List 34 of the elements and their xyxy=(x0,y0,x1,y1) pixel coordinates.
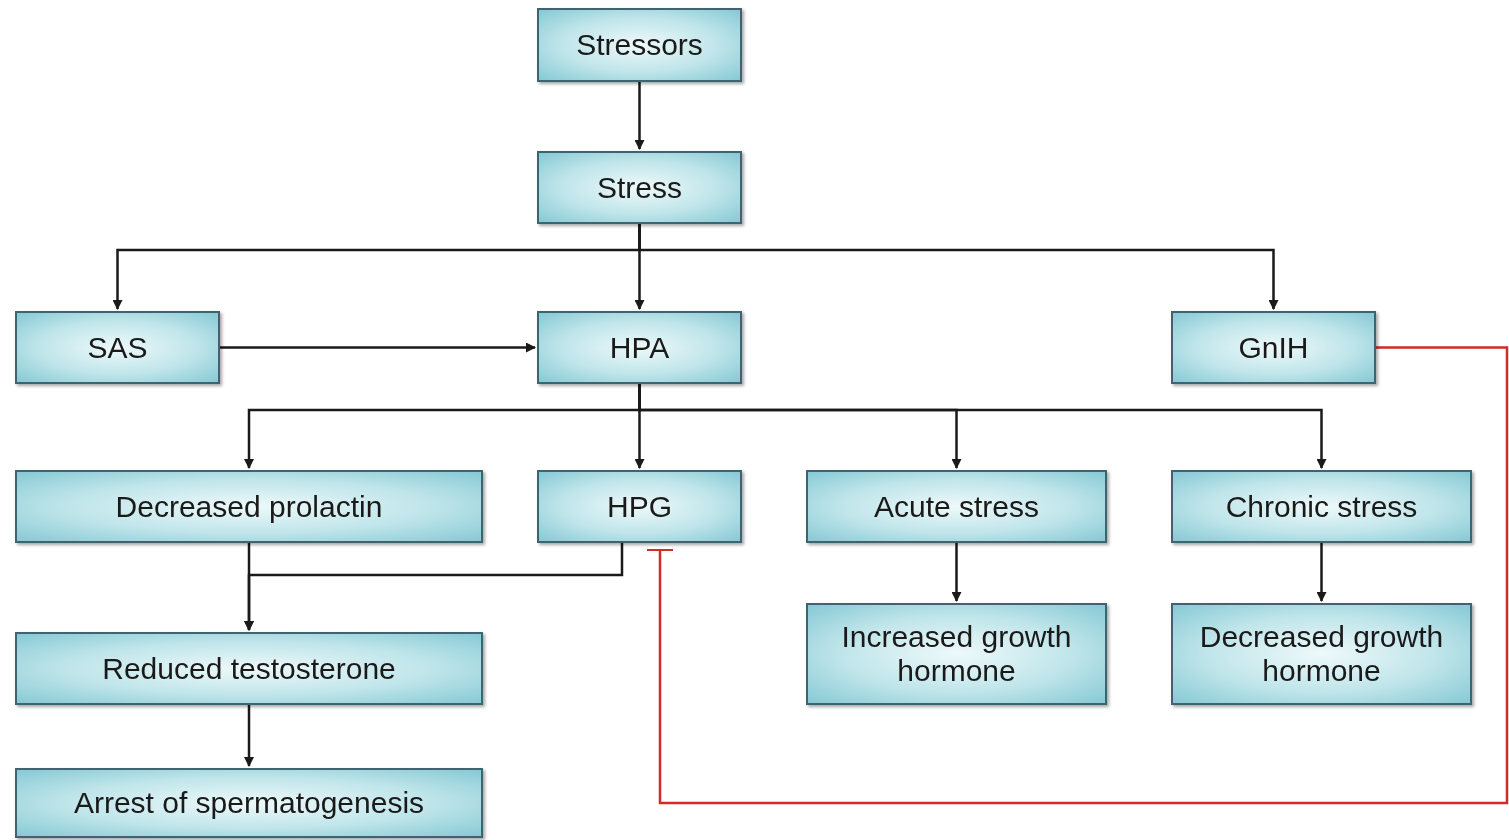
box-label: Stress xyxy=(597,170,682,205)
process-box xyxy=(806,470,1107,543)
arrow xyxy=(244,543,624,631)
box-label: HPG xyxy=(607,489,672,524)
arrow xyxy=(638,224,1279,310)
process-box xyxy=(537,8,742,82)
box-label: Decreased prolactin xyxy=(115,489,383,524)
process-box xyxy=(537,151,742,224)
arrow xyxy=(951,543,962,602)
process-box xyxy=(806,603,1107,705)
process-box xyxy=(537,470,742,543)
arrow xyxy=(634,82,645,150)
arrow xyxy=(1316,543,1327,602)
box-label: Acute stress xyxy=(873,489,1040,524)
box-label: Increased growth hormone xyxy=(840,620,1073,688)
process-box xyxy=(1171,603,1472,705)
box-label: Stressors xyxy=(576,28,703,62)
inhibition-line xyxy=(647,346,1509,805)
process-box xyxy=(15,470,483,543)
box-label: GnIH xyxy=(1238,330,1309,365)
box-label: Decreased growth hormone xyxy=(1198,620,1445,688)
box-label: Arrest of spermatogenesis xyxy=(73,786,425,820)
process-box xyxy=(1171,470,1472,543)
box-label: Reduced testosterone xyxy=(102,651,396,686)
box-label: HPA xyxy=(609,330,670,365)
process-box xyxy=(15,311,220,384)
arrow xyxy=(220,342,536,353)
process-box xyxy=(537,311,742,384)
process-box xyxy=(15,632,483,705)
arrow xyxy=(244,705,254,767)
process-box xyxy=(15,768,483,838)
box-label: SAS xyxy=(87,330,148,365)
process-box xyxy=(1171,311,1376,384)
box-label: Chronic stress xyxy=(1225,489,1418,524)
